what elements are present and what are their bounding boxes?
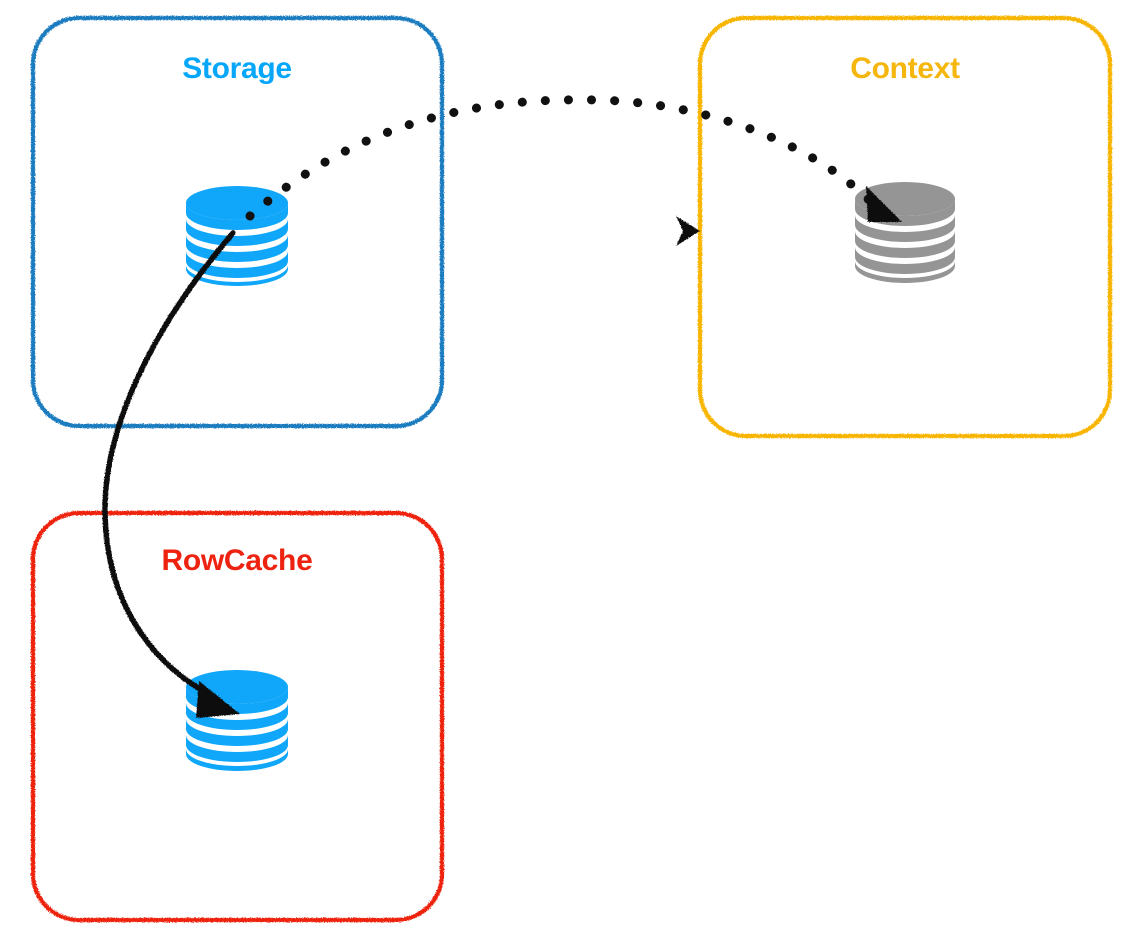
storage-to-rowcache-arrow[interactable] [102, 230, 240, 718]
rowcache-database-cylinder[interactable] [186, 670, 288, 771]
group-label-rowcache: RowCache [162, 544, 313, 577]
storage-database-cylinder[interactable] [186, 186, 288, 286]
group-label-context: Context [850, 52, 960, 85]
group-box-context[interactable] [697, 15, 1113, 439]
storage-to-context-arrow[interactable] [445, 216, 700, 246]
group-box-rowcache[interactable] [30, 510, 445, 923]
group-boxes [30, 15, 1113, 923]
group-labels: Storage Context RowCache [162, 52, 961, 577]
storage-to-context-dotted-arrow[interactable] [245, 95, 902, 222]
group-box-storage[interactable] [30, 15, 445, 429]
group-label-storage: Storage [182, 52, 292, 85]
